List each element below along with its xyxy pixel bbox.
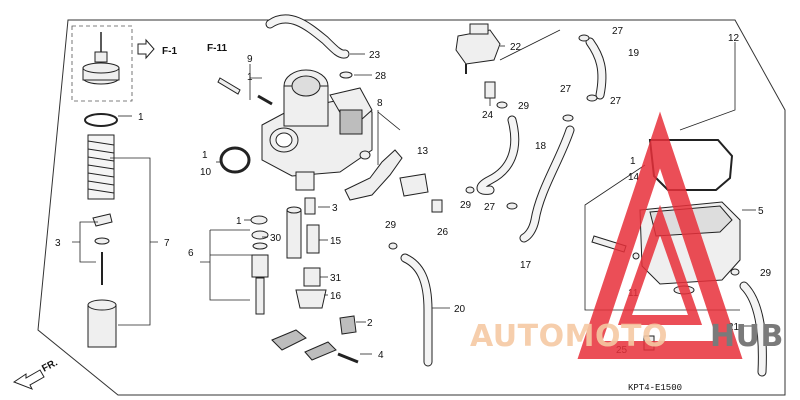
callout-3: 3 xyxy=(332,203,338,214)
float-pin-2 xyxy=(339,315,357,335)
pilot-screw xyxy=(217,77,273,106)
watermark-text-hub: HUB xyxy=(710,319,784,354)
leader-14 xyxy=(584,164,740,311)
diagram-code: KPT4-E1500 xyxy=(628,383,682,393)
screw-24 xyxy=(484,81,496,99)
washers-30 xyxy=(251,230,269,250)
callout-3: 3 xyxy=(55,238,61,249)
callout-27: 27 xyxy=(560,84,572,95)
leader-7 xyxy=(110,157,158,326)
callout-30: 30 xyxy=(270,233,282,244)
needle-jet-holder xyxy=(286,206,302,259)
leader-12 xyxy=(679,42,736,131)
hose-18 xyxy=(476,115,520,195)
callout-19: 19 xyxy=(628,48,640,59)
choke-lever xyxy=(344,149,403,201)
clip-27b xyxy=(586,94,598,102)
callout-15: 15 xyxy=(330,236,342,247)
ref-label-f1: F-1 xyxy=(162,46,177,57)
float-pin-set-4 xyxy=(271,329,359,364)
clip-27c xyxy=(562,114,574,122)
callout-29: 29 xyxy=(518,101,530,112)
callout-27: 27 xyxy=(612,26,624,37)
callout-14: 14 xyxy=(628,172,640,183)
callout-4: 4 xyxy=(378,350,384,361)
throttle-stop-bracket xyxy=(399,173,429,197)
float-valve-31 xyxy=(303,267,321,287)
callout-1: 1 xyxy=(247,72,253,83)
callout-16: 16 xyxy=(330,291,342,302)
clip-29a xyxy=(496,101,508,109)
hose-21 xyxy=(739,281,767,377)
needle-clip xyxy=(92,213,113,245)
drain-screw-26 xyxy=(431,199,443,213)
callout-1: 1 xyxy=(138,112,144,123)
throttle-valve-piston xyxy=(87,299,117,348)
vent-hose-23 xyxy=(265,14,350,59)
main-jet-assembly xyxy=(251,254,269,315)
callout-22: 22 xyxy=(510,42,522,53)
front-label: FR. xyxy=(40,357,60,374)
o-ring-10 xyxy=(219,146,251,174)
ref-arrow-icon xyxy=(137,38,155,60)
callout-20: 20 xyxy=(454,304,466,315)
diaphragm-ring xyxy=(84,113,118,127)
callout-5: 5 xyxy=(758,206,764,217)
hose-17 xyxy=(519,125,575,243)
callout-29: 29 xyxy=(760,268,772,279)
leader-6 xyxy=(200,229,252,301)
callout-1: 1 xyxy=(202,150,208,161)
callout-1: 1 xyxy=(630,156,636,167)
slow-jet-5 xyxy=(304,197,316,215)
clip-29c xyxy=(388,242,398,250)
callout-13: 13 xyxy=(417,146,429,157)
callout-26: 26 xyxy=(437,227,449,238)
callout-27: 27 xyxy=(484,202,496,213)
callout-9: 9 xyxy=(247,54,253,65)
needle-jet-15 xyxy=(306,224,320,254)
reference-box xyxy=(71,25,133,102)
callout-29: 29 xyxy=(385,220,397,231)
clip-27a xyxy=(578,34,590,42)
throttle-spring xyxy=(87,134,115,200)
clip-27d xyxy=(506,202,518,210)
carburetor-body xyxy=(261,69,373,191)
watermark-text-automoto: AUTOMOTO xyxy=(470,319,668,354)
callout-28: 28 xyxy=(375,71,387,82)
fuel-cap-detail xyxy=(82,32,120,85)
float-16 xyxy=(295,289,327,309)
callout-7: 7 xyxy=(164,238,170,249)
callout-6: 6 xyxy=(188,248,194,259)
callout-8: 8 xyxy=(377,98,383,109)
callout-10: 10 xyxy=(200,167,212,178)
callout-23: 23 xyxy=(369,50,381,61)
callout-31: 31 xyxy=(330,273,342,284)
hose-19 xyxy=(585,37,607,100)
callout-12: 12 xyxy=(728,33,740,44)
callout-18: 18 xyxy=(535,141,547,152)
ref-label-f11: F-11 xyxy=(207,43,227,54)
leader-8 xyxy=(377,110,401,165)
callout-1: 1 xyxy=(236,216,242,227)
callout-24: 24 xyxy=(482,110,494,121)
leader-3a xyxy=(72,221,98,263)
callout-2: 2 xyxy=(367,318,373,329)
diagram-frame xyxy=(37,19,786,396)
front-direction-arrow-icon xyxy=(12,369,45,390)
hose-20 xyxy=(400,253,433,367)
o-ring-1 xyxy=(632,252,640,260)
breather-tube-12 xyxy=(499,29,561,61)
washer-1 xyxy=(250,215,268,225)
clip-28 xyxy=(339,71,353,79)
callout-27: 27 xyxy=(610,96,622,107)
watermark-logo-icon xyxy=(577,111,743,359)
clip-29d xyxy=(730,268,740,276)
callout-29: 29 xyxy=(460,200,472,211)
fuel-valve-22 xyxy=(455,23,501,74)
callout-21: 21 xyxy=(728,322,740,333)
callout-17: 17 xyxy=(520,260,532,271)
clip-29b xyxy=(465,186,475,194)
leader-9 xyxy=(249,64,262,100)
